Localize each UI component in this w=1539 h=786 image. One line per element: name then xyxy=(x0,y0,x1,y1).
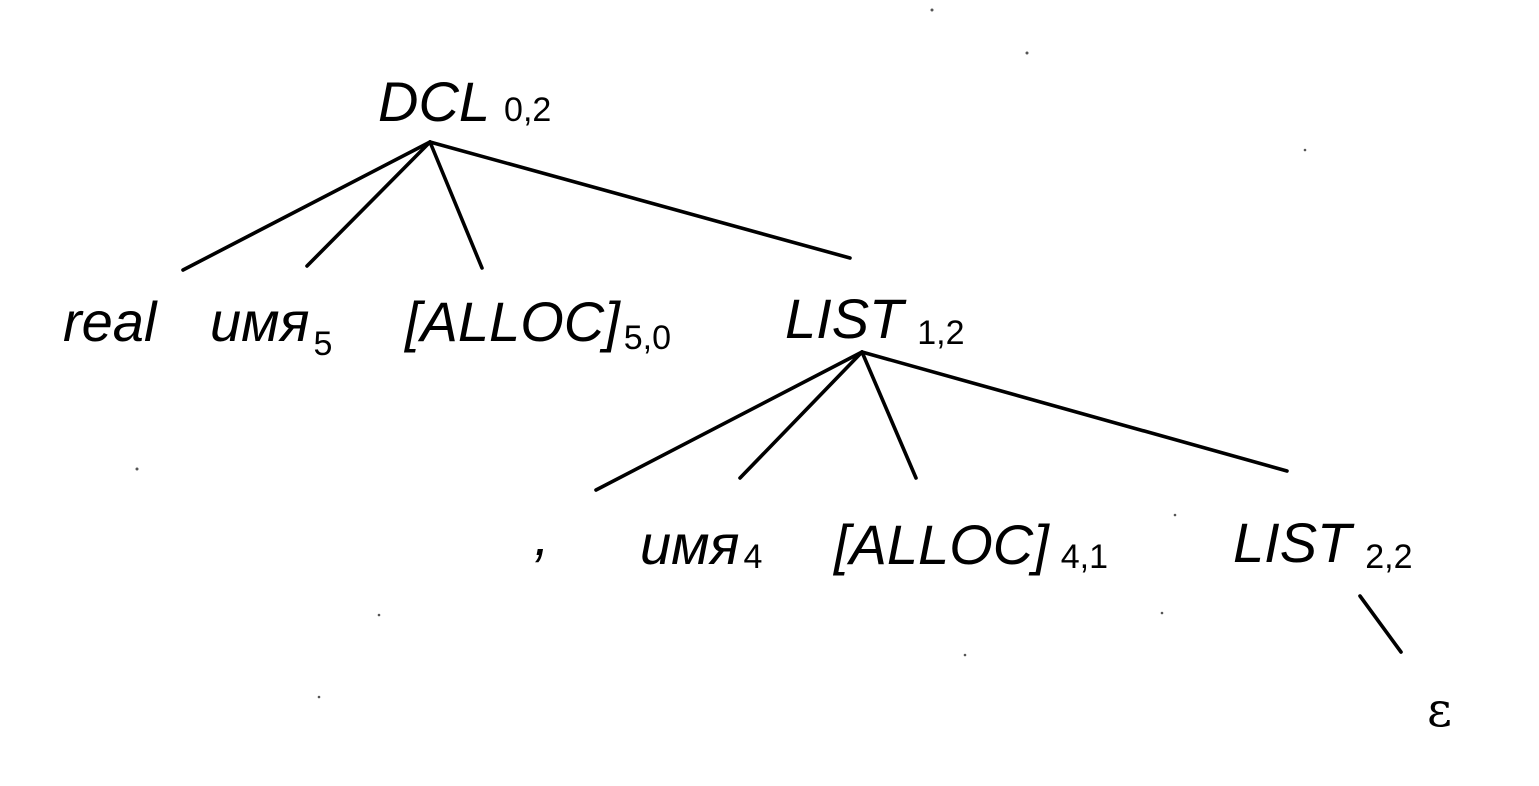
node-name4-index: 4 xyxy=(743,538,762,576)
node-alloc50-index: 5,0 xyxy=(624,319,671,357)
edge-list12-list22 xyxy=(860,350,1289,473)
node-comma-label: , xyxy=(534,504,550,567)
speck xyxy=(135,467,139,471)
edge-dcl-name5 xyxy=(305,140,432,268)
node-alloc50: [ALLOC]5,0 xyxy=(403,290,671,357)
node-real: real xyxy=(63,290,158,353)
node-comma: , xyxy=(534,504,550,567)
edge-list22-epsilon xyxy=(1358,594,1403,654)
speck xyxy=(377,613,381,617)
scan-specks xyxy=(135,8,1307,699)
node-epsilon: ε xyxy=(1427,682,1452,738)
node-list12: LIST 1,2 xyxy=(785,287,965,352)
node-alloc41: [ALLOC] 4,1 xyxy=(832,513,1108,576)
edges-from-list12 xyxy=(594,350,1289,492)
speck xyxy=(1025,51,1029,55)
node-name4-label: имя xyxy=(640,513,739,576)
speck xyxy=(1303,148,1307,152)
node-alloc50-label: [ALLOC] xyxy=(403,290,621,353)
node-list22-label: LIST xyxy=(1233,511,1355,574)
node-alloc41-label: [ALLOC] xyxy=(832,513,1050,576)
edge-dcl-real xyxy=(181,140,432,272)
node-real-label: real xyxy=(63,290,158,353)
node-name5-label: имя xyxy=(210,290,309,353)
node-list22: LIST 2,2 xyxy=(1233,511,1413,576)
edge-list12-name4 xyxy=(738,350,864,480)
speck xyxy=(1173,513,1177,517)
speck xyxy=(930,8,934,12)
node-list12-label: LIST xyxy=(785,287,907,350)
node-list12-index: 1,2 xyxy=(917,314,964,352)
node-alloc41-index: 4,1 xyxy=(1061,538,1108,576)
edge-list12-alloc41 xyxy=(860,350,918,480)
node-dcl: DCL 0,2 xyxy=(378,70,551,133)
edge-dcl-list12 xyxy=(428,140,852,260)
edge-dcl-alloc50 xyxy=(428,140,484,270)
node-dcl-index: 0,2 xyxy=(504,91,551,129)
speck xyxy=(963,653,967,657)
node-name5-index: 5 xyxy=(313,325,332,363)
edge-list12-comma xyxy=(594,350,864,492)
node-dcl-label: DCL xyxy=(378,70,490,133)
edges-from-root xyxy=(181,140,852,272)
speck xyxy=(1160,611,1164,615)
speck xyxy=(317,695,321,699)
node-list22-index: 2,2 xyxy=(1365,538,1412,576)
